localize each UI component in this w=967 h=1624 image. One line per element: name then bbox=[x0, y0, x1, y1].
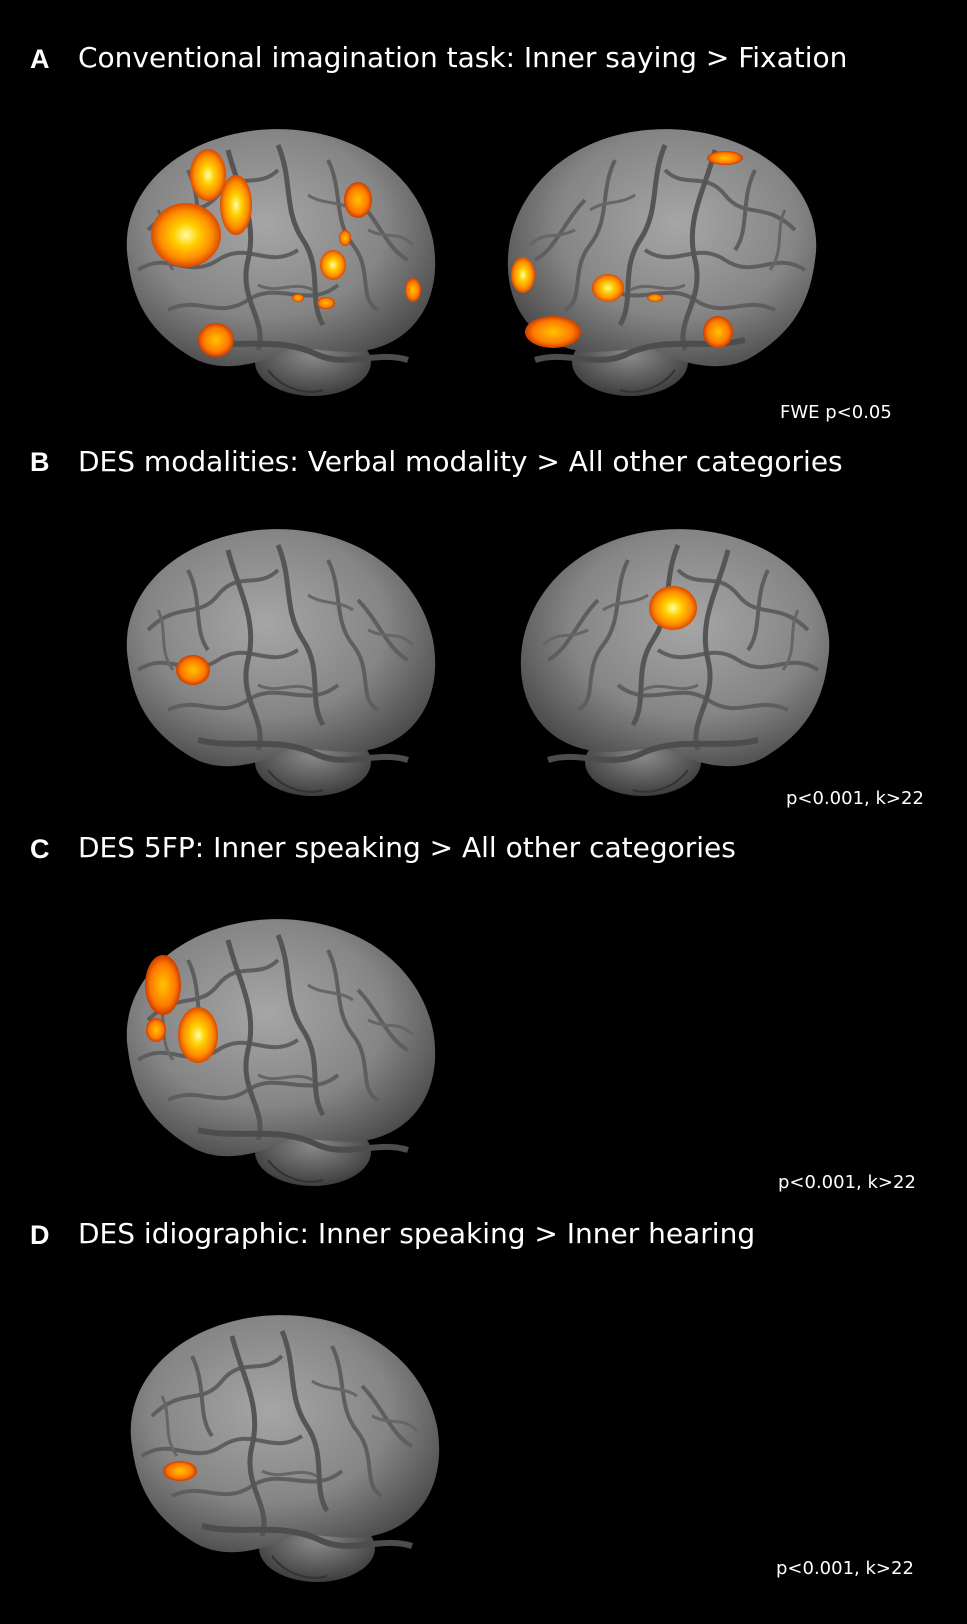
panel-b-activation-motor bbox=[649, 586, 697, 630]
panel-b-right-brain bbox=[518, 510, 853, 800]
panel-a-activation-occipital bbox=[405, 278, 421, 302]
panel-b-stat: p<0.001, k>22 bbox=[786, 788, 924, 809]
panel-a-letter: A bbox=[30, 44, 50, 74]
panel-c-letter: C bbox=[30, 834, 50, 864]
panel-a-activation-frontal-r bbox=[703, 316, 733, 348]
panel-d-activation-ifg bbox=[163, 1461, 197, 1481]
panel-a-right-brain bbox=[505, 110, 840, 400]
panel-b-letter: B bbox=[30, 447, 50, 477]
panel-a-stat: FWE p<0.05 bbox=[780, 402, 892, 423]
panel-a-activation-parietal bbox=[344, 182, 372, 218]
panel-c-activation-ifg bbox=[178, 1007, 218, 1063]
panel-c-left-brain bbox=[108, 900, 443, 1190]
panel-a-title: Conventional imagination task: Inner say… bbox=[78, 41, 848, 74]
panel-d-letter: D bbox=[30, 1220, 50, 1250]
panel-c-activation-small bbox=[146, 1018, 166, 1042]
panel-b-title: DES modalities: Verbal modality > All ot… bbox=[78, 445, 843, 478]
panel-a-activation-precentral bbox=[220, 175, 252, 235]
panel-a-activation-small-3 bbox=[339, 230, 351, 246]
panel-a-activation-dorsal bbox=[707, 151, 743, 165]
panel-a-activation-small-r bbox=[647, 294, 663, 302]
panel-c-stat: p<0.001, k>22 bbox=[778, 1172, 916, 1193]
panel-a-activation-small-2 bbox=[292, 294, 304, 302]
panel-a-activation-cerebellar bbox=[525, 316, 581, 348]
panel-c-activation-frontal-upper bbox=[145, 955, 181, 1015]
panel-c-title: DES 5FP: Inner speaking > All other cate… bbox=[78, 831, 736, 864]
panel-b-left-brain bbox=[108, 510, 443, 800]
panel-d-stat: p<0.001, k>22 bbox=[776, 1558, 914, 1579]
panel-a-activation-small-1 bbox=[317, 297, 335, 309]
panel-a-activation-frontal-upper bbox=[190, 149, 226, 201]
panel-a-activation-temporal-r bbox=[592, 274, 624, 302]
panel-a-activation-occipital-r bbox=[511, 257, 535, 293]
panel-b-activation-ifg bbox=[176, 655, 210, 685]
panel-a-activation-ventral bbox=[198, 323, 234, 357]
panel-a-left-brain bbox=[108, 110, 443, 400]
panel-a-activation-temporal bbox=[320, 250, 346, 280]
panel-d-title: DES idiographic: Inner speaking > Inner … bbox=[78, 1217, 756, 1250]
panel-a-activation-frontal bbox=[151, 203, 221, 267]
panel-d-left-brain bbox=[112, 1296, 447, 1586]
